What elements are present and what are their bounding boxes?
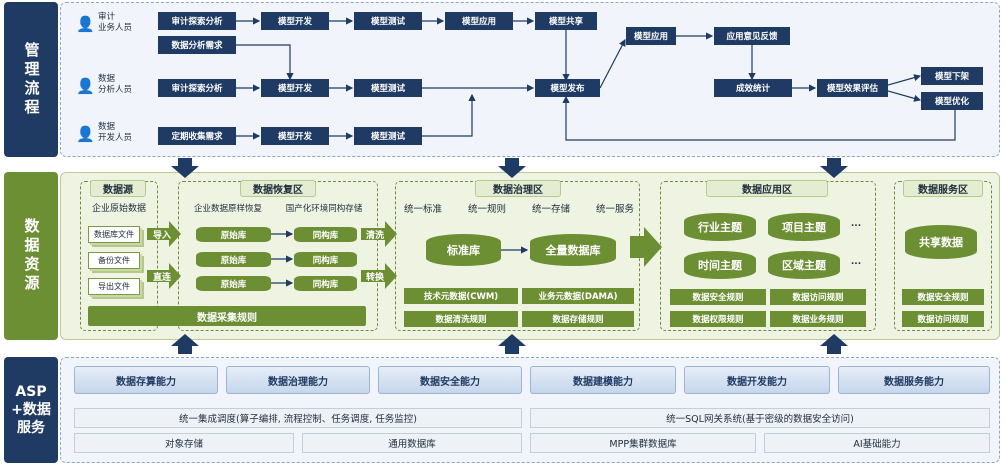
flow-node: 模型测试 [354,127,422,145]
flow-node: 应用意见反馈 [714,27,790,45]
theme-db: 时间主题 [684,251,756,279]
flow-node: 审计探索分析 [158,12,236,30]
role-developer: 👤 数据 开发人员 [74,122,154,148]
more-ellipsis: ... [850,257,862,267]
app-rule: 数据业务规则 [770,311,866,327]
role-audit: 👤 审计 业务人员 [74,12,154,38]
recovery-caption-right: 国产化环境同构存储 [285,203,363,214]
flow-node: 模型开发 [261,12,329,30]
source-subtitle: 企业原始数据 [91,203,146,214]
iso-db: 同构库 [294,252,357,267]
person-icon: 👤 [76,15,95,33]
file-stack: 导出文件 [88,278,140,295]
flow-node: 模型应用 [626,27,676,45]
biz-metadata: 业务元数据(DAMA) [522,288,634,304]
capability: 数据存算能力 [74,366,218,394]
collection-rules: 数据采集规则 [88,306,366,326]
direct-label: 直连 [152,273,171,283]
person-icon: 👤 [76,125,95,143]
raw-db: 原始库 [196,252,271,267]
flow-node: 模型测试 [354,12,422,30]
tagline-item: 统一存储 [531,204,570,215]
zone-title: 数据治理区 [475,180,561,197]
flow-node: 定期收集需求 [158,127,236,145]
tagline-item: 统一规则 [467,204,506,215]
theme-db: 行业主题 [684,213,756,241]
capability: 数据安全能力 [378,366,522,394]
app-rule: 数据安全规则 [670,289,766,305]
import-label: 导入 [152,231,171,241]
flow-node: 模型测试 [354,79,422,97]
shared-data-db: 共享数据 [905,225,977,259]
infra-item: 对象存储 [74,433,294,453]
flow-node: 模型应用 [445,12,513,30]
service-rule: 数据安全规则 [902,289,984,305]
iso-db: 同构库 [294,276,357,291]
more-ellipsis: ... [850,219,862,229]
flow-node: 模型发布 [535,79,600,97]
flow-node: 成效统计 [714,79,792,97]
services-title-text: ASP+数据服务 [11,384,51,436]
zone-title: 数据源 [90,180,146,197]
infra-item: 通用数据库 [302,433,522,453]
flow-node: 模型优化 [921,92,983,110]
file-stack: 数据库文件 [88,226,140,243]
standard-db: 标准库 [426,234,501,266]
role-line1: 数据 [98,122,116,132]
tagline-item: 统一标准 [404,204,443,215]
scheduling-row: 统一集成调度(算子编排, 流程控制、任务调度, 任务监控) [74,408,522,428]
infra-item: AI基础能力 [764,433,990,453]
tagline-item: 统一服务 [595,204,634,215]
file-stack: 备份文件 [88,252,140,269]
tech-metadata: 技术元数据(CWM) [404,288,518,304]
flow-node: 模型开发 [261,79,329,97]
services-title: ASP+数据服务 [4,357,58,463]
raw-db: 原始库 [196,227,271,242]
flow-node: 模型下架 [921,67,983,85]
app-rule: 数据权限规则 [670,311,766,327]
flow-node: 审计探索分析 [158,79,236,97]
role-line2: 分析人员 [98,85,133,95]
convert-label: 转换 [365,273,384,283]
flow-node: 模型效果评估 [817,79,888,97]
flow-node: 模型开发 [261,127,329,145]
role-line2: 开发人员 [98,133,133,143]
flow-node: 模型共享 [535,12,597,30]
clean-label: 清洗 [365,231,384,241]
capability: 数据服务能力 [838,366,990,394]
full-db: 全量数据库 [530,234,616,266]
capability: 数据开发能力 [684,366,830,394]
role-line1: 审计 [98,12,116,22]
service-rule: 数据访问规则 [902,311,984,327]
resources-title-text: 数据资源 [22,218,41,294]
role-analyst: 👤 数据 分析人员 [74,74,154,100]
app-rule: 数据访问规则 [770,289,866,305]
capability: 数据治理能力 [226,366,370,394]
flow-node: 数据分析需求 [158,36,236,54]
capability: 数据建模能力 [530,366,676,394]
role-line1: 数据 [98,74,116,84]
theme-db: 区域主题 [768,251,840,279]
management-title: 管理流程 [4,2,58,157]
zone-title: 数据服务区 [903,180,983,197]
iso-db: 同构库 [294,227,357,242]
role-line2: 业务人员 [98,23,133,33]
store-rules: 数据存储规则 [522,311,634,327]
infra-item: MPP集群数据库 [530,433,756,453]
raw-db: 原始库 [196,276,271,291]
zone-title: 数据恢复区 [240,180,316,197]
management-title-text: 管理流程 [22,41,41,118]
resources-title: 数据资源 [4,172,58,340]
recovery-caption-left: 企业数据原样恢复 [193,203,262,214]
clean-rules: 数据清洗规则 [404,311,518,327]
person-icon: 👤 [76,77,95,95]
gateway-row: 统一SQL网关系统(基于密级的数据安全访问) [530,408,990,428]
governance-tagline: 统一标准 统一规则 统一存储 统一服务 [404,201,634,215]
theme-db: 项目主题 [768,213,840,241]
zone-title: 数据应用区 [706,180,828,197]
